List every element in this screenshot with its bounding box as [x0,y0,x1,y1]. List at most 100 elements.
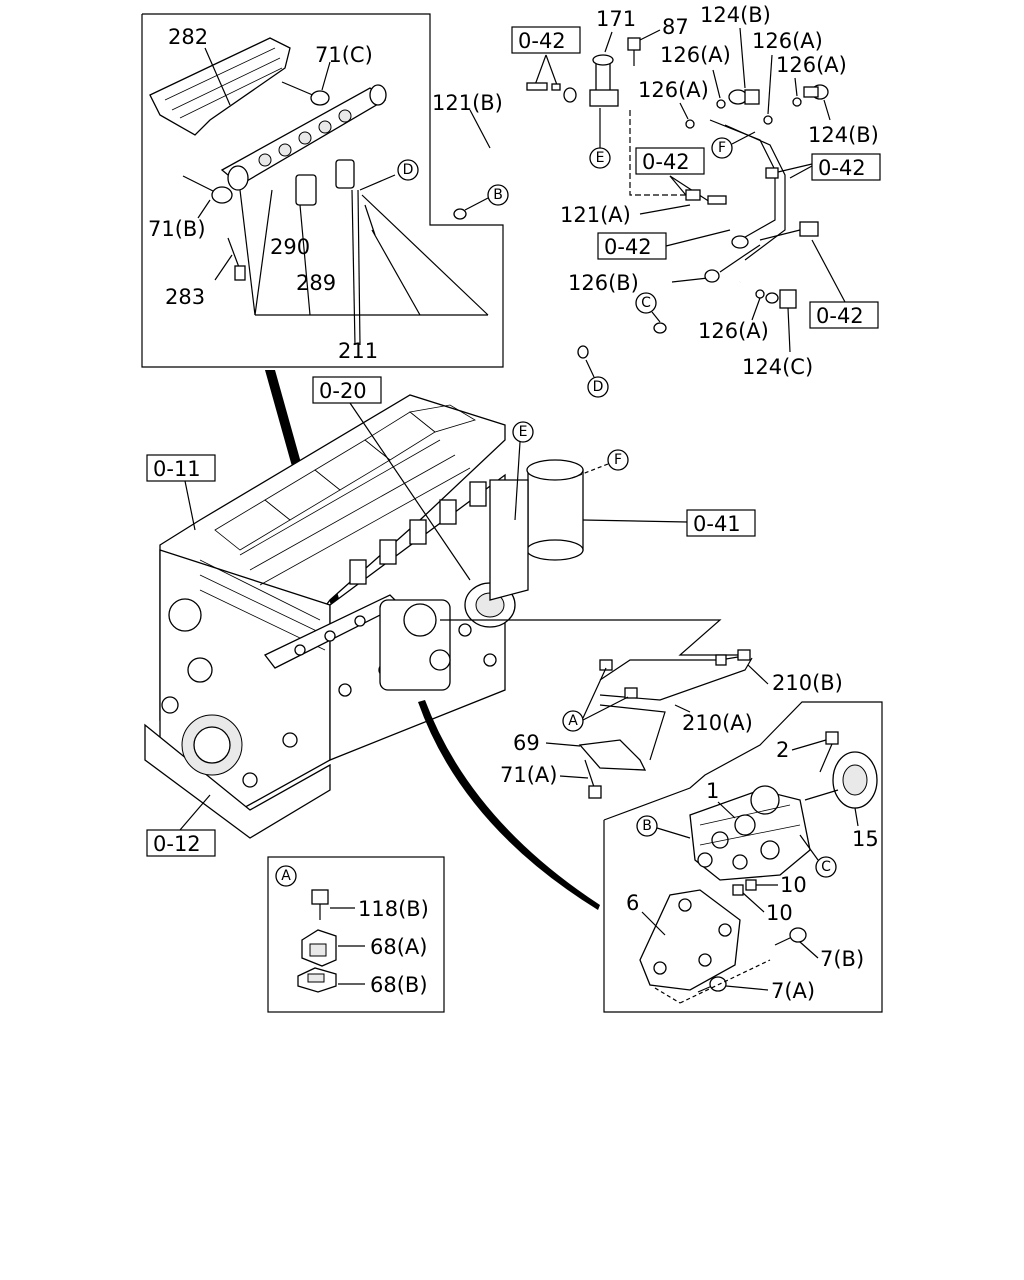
label-71b: 71(B) [148,217,206,241]
callout-e-pipe-text: E [596,150,605,166]
bolt-118b [311,889,329,920]
bracket-69 [578,739,647,771]
ref-box-0-12 [146,829,216,857]
bolt-71c [281,81,330,106]
label-10b: 10 [766,901,793,925]
callout-c-pipe [635,292,657,314]
rail-inset: 282 71(C) 71(B) 283 290 289 211 D [141,13,504,368]
callout-f-pipe-text: F [718,140,726,156]
label-126a-1: 126(A) [660,43,731,67]
label-68b: 68(B) [370,973,428,997]
valve-171 [589,54,619,107]
callout-e-pipe [589,147,611,169]
callout-f-engine [607,449,629,471]
callout-d-rail-text: D [403,162,414,178]
sensor-290 [295,174,317,206]
label-210a: 210(A) [682,711,753,735]
bolt-283 [227,237,246,281]
label-69: 69 [513,731,540,755]
callout-b-pipe [487,184,509,206]
callout-a-pump-text: A [568,713,578,729]
ref-0-42-c-text: 0-42 [642,150,690,174]
label-15: 15 [852,827,879,851]
label-124b-top: 124(B) [700,3,771,27]
ref-box-0-42-c [635,147,705,175]
label-1: 1 [706,779,719,803]
ref-0-42-d-text: 0-42 [604,235,652,259]
ref-0-20-text: 0-20 [319,379,367,403]
callout-c-pipe-text: C [641,295,651,311]
ref-0-42-b-text: 0-42 [818,156,866,180]
label-118b: 118(B) [358,897,429,921]
label-283: 283 [165,285,205,309]
engine-block: 0-20 0-11 0-41 0-12 E F [144,370,756,910]
callout-f-engine-text: F [614,452,622,468]
label-121a: 121(A) [560,203,631,227]
ref-0-42-e-text: 0-42 [816,304,864,328]
ref-box-0-42-a [511,26,581,54]
label-210b: 210(B) [772,671,843,695]
ref-box-0-42-b [811,153,881,181]
label-121b: 121(B) [432,91,503,115]
label-124c: 124(C) [742,355,813,379]
supply-pump-1 [689,785,811,881]
label-126b: 126(B) [568,271,639,295]
label-10a: 10 [780,873,807,897]
callout-b-pump-text: B [642,818,652,834]
label-2: 2 [776,738,789,762]
clamp-detail: A 118(B) 68(A) 68(B) [267,856,445,1013]
bolt-7a [697,976,727,993]
pipes-210-group: 210(B) 210(A) A 69 71(A) [500,664,843,799]
label-211: 211 [338,339,378,363]
label-126a-4: 126(A) [638,78,709,102]
label-126a-low: 126(A) [698,319,769,343]
label-126a-2: 126(A) [752,29,823,53]
label-171: 171 [596,7,636,31]
callout-e-engine [512,421,534,443]
ref-box-0-20 [312,376,382,404]
ref-0-41-text: 0-41 [693,512,741,536]
ref-0-42-a-text: 0-42 [518,29,566,53]
ref-box-0-41 [686,509,756,537]
clamp-68b [297,967,337,993]
callout-e-engine-text: E [519,424,528,440]
front-face-details [161,598,298,788]
ref-box-0-42-e [809,301,879,329]
bolt-71a [584,759,602,799]
callout-c-pump-text: C [821,859,831,875]
fuel-filter [489,459,584,601]
ref-0-12-text: 0-12 [153,832,201,856]
callout-a-clamp [275,865,297,887]
bolt-2 [819,731,839,773]
cam-pockets [199,404,476,651]
plug-289 [335,159,355,189]
ref-box-0-11 [146,454,216,482]
bolt-71b [182,175,233,204]
limiter-211 [364,204,376,236]
label-282: 282 [168,25,208,49]
callout-b-pump [636,815,658,837]
pump-inset: 2 1 15 10 10 6 7(B) 7(A) B C [603,701,883,1013]
callout-a-clamp-text: A [281,868,291,884]
label-68a: 68(A) [370,935,427,959]
callout-d-pipe [587,376,609,398]
bolt-7b [774,927,807,946]
common-rail [149,37,387,191]
callout-f-pipe [711,137,733,159]
fuel-pipes-group: 0-42 121(B) B 171 E 87 [432,3,881,398]
ref-0-11-text: 0-11 [153,457,201,481]
label-6: 6 [626,891,639,915]
label-87: 87 [662,15,689,39]
callout-a-pump [562,710,584,732]
label-71c: 71(C) [315,43,373,67]
gear-15 [804,751,878,809]
clamp-68a [301,929,337,967]
label-7a: 7(A) [771,979,815,1003]
label-289: 289 [296,271,336,295]
label-126a-3: 126(A) [776,53,847,77]
callout-d-pipe-text: D [593,379,604,395]
label-71a: 71(A) [500,763,557,787]
callout-d-rail [397,159,419,181]
